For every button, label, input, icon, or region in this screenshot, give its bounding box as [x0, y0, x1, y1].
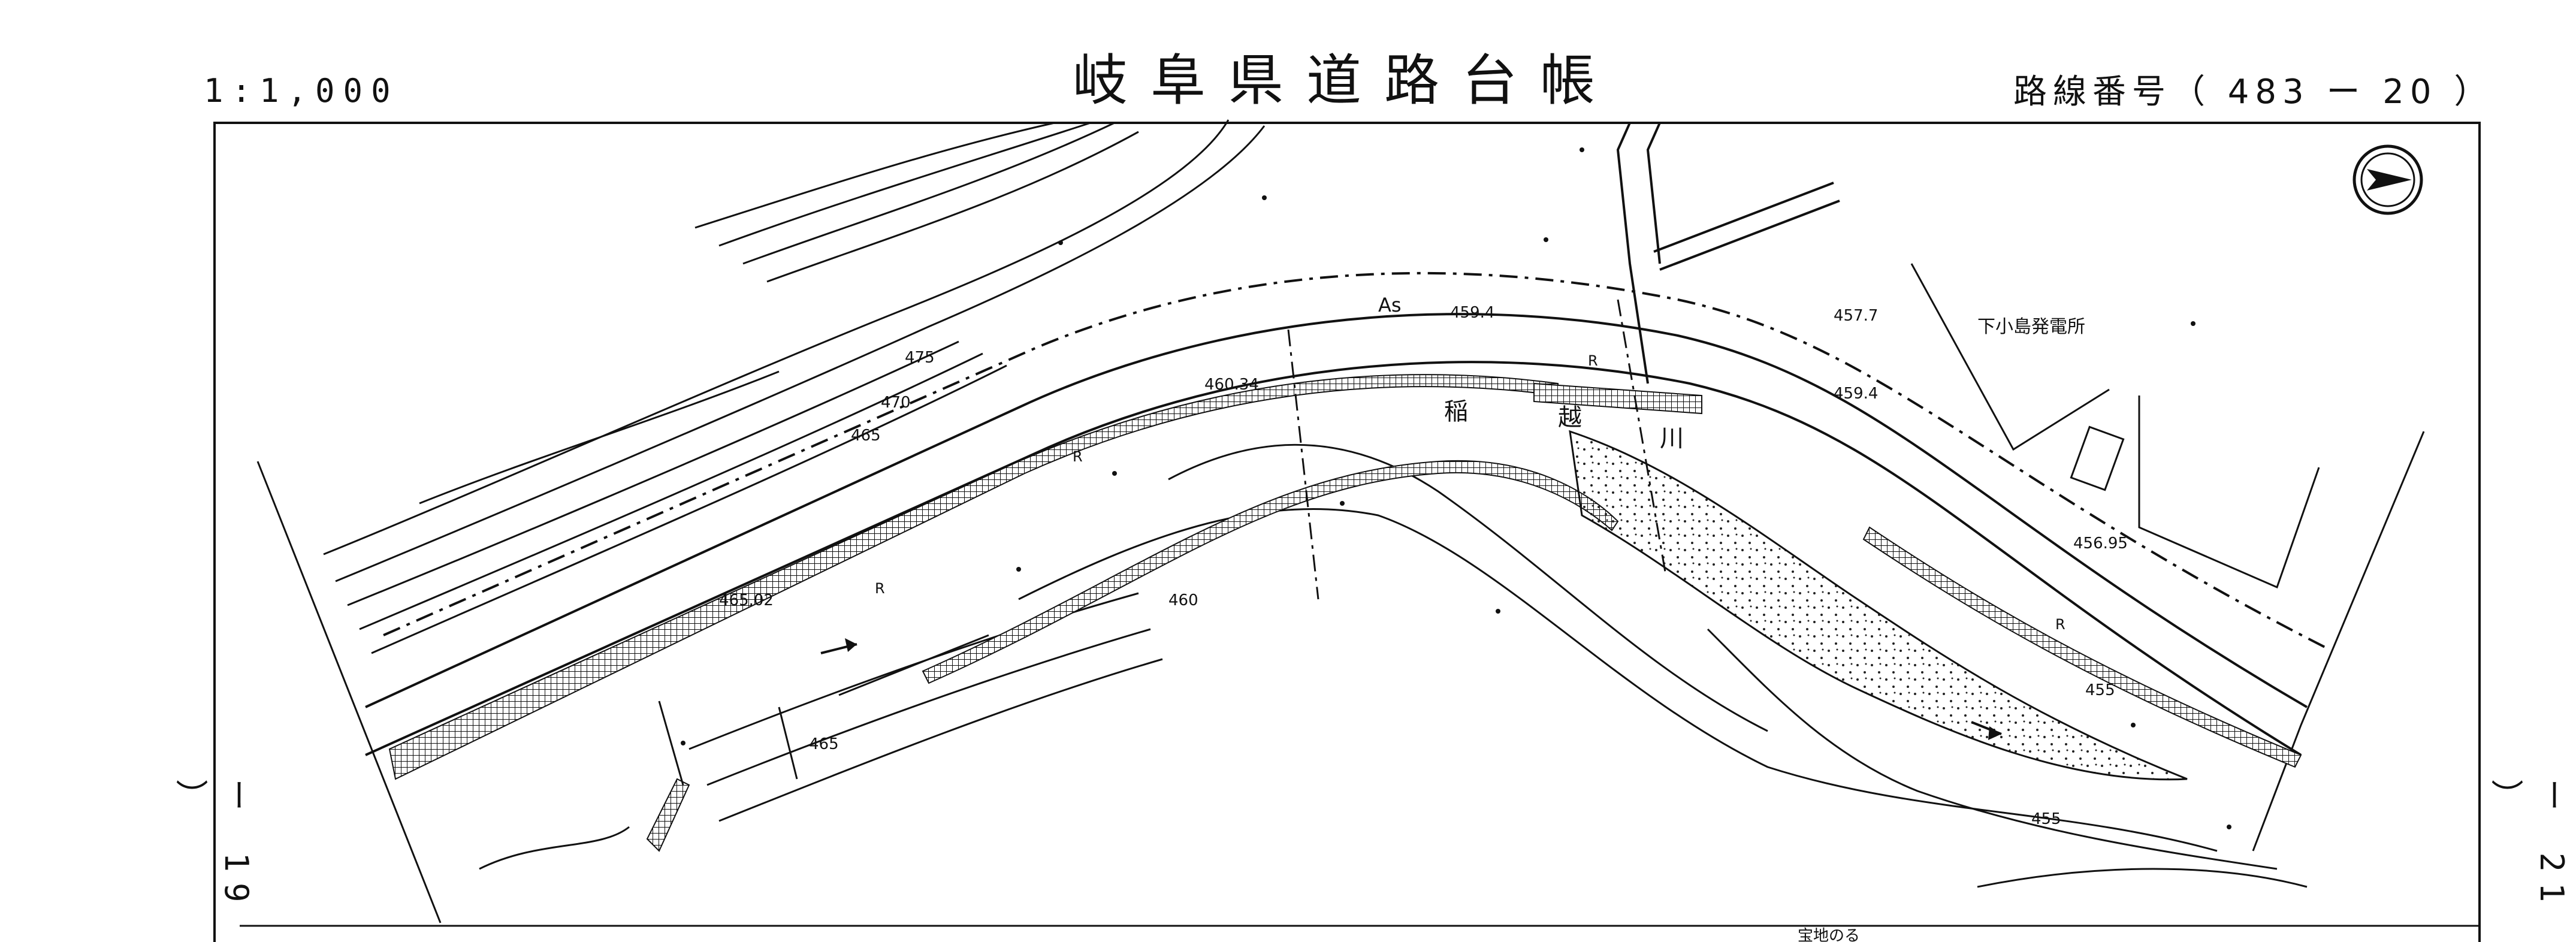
spot-height-1: 459.4: [1450, 304, 1494, 322]
retaining-wall-left: [388, 374, 1559, 780]
retaining-wall-small: [646, 778, 690, 852]
road-mark-1: R: [1073, 448, 1083, 465]
contour-label-5: 465: [809, 735, 839, 753]
power-station: [1910, 263, 2320, 589]
contour-label-1: 475: [905, 349, 935, 367]
adjacent-sheet-left: ー 19 ）: [170, 779, 255, 913]
spot-height-5: 465.02: [719, 591, 774, 609]
boundary-left: [256, 461, 442, 923]
river-char-3: 川: [1660, 425, 1684, 452]
spot-height-4: 460.34: [1204, 376, 1259, 394]
river-char-1: 稲: [1444, 398, 1468, 425]
contour-label-2: 470: [881, 394, 911, 412]
boundary-right: [2252, 431, 2425, 852]
sheet-title: 岐阜県道路台帳: [1073, 49, 1618, 113]
flow-arrow-icon: [820, 638, 2002, 740]
riverbank-wall: [922, 460, 1619, 684]
terrain-marks: [681, 147, 2231, 829]
map-frame: [213, 122, 2481, 942]
road-mark-2: R: [875, 580, 885, 597]
map-scale: 1:1,000: [204, 72, 399, 110]
side-road: [1616, 122, 1840, 384]
river-char-2: 越: [1558, 404, 1582, 431]
retaining-wall-right: [1862, 526, 2302, 768]
road-mark-4: R: [2055, 616, 2065, 633]
spot-height-2: 457.7: [1834, 307, 1878, 325]
facility-label: 下小島発電所: [1977, 316, 2085, 337]
retaining-wall-bridge: [1533, 382, 1702, 415]
contour-label-6: 455: [2085, 681, 2115, 699]
bottom-fragment: 宝地のる: [1798, 927, 1860, 942]
contour-label-4: 460: [1168, 591, 1198, 609]
contour-label-3: 465: [851, 427, 881, 445]
surface-label: As: [1378, 294, 1402, 316]
spot-height-3: 459.4: [1834, 385, 1878, 403]
adjacent-sheet-right: ー 21 ）: [2486, 779, 2571, 913]
contour-lines: [323, 119, 2308, 888]
route-number: 路線番号（ 483 ー 20 ）: [2013, 73, 2494, 111]
river-lines: [658, 299, 1667, 786]
road-edges: [365, 271, 2326, 756]
contour-label-7: 455: [2031, 810, 2061, 828]
gravel-bar: [1569, 430, 2188, 781]
road-mark-3: R: [1588, 352, 1598, 369]
north-arrow-icon: [2352, 144, 2423, 215]
spot-height-6: 456.95: [2073, 535, 2128, 552]
